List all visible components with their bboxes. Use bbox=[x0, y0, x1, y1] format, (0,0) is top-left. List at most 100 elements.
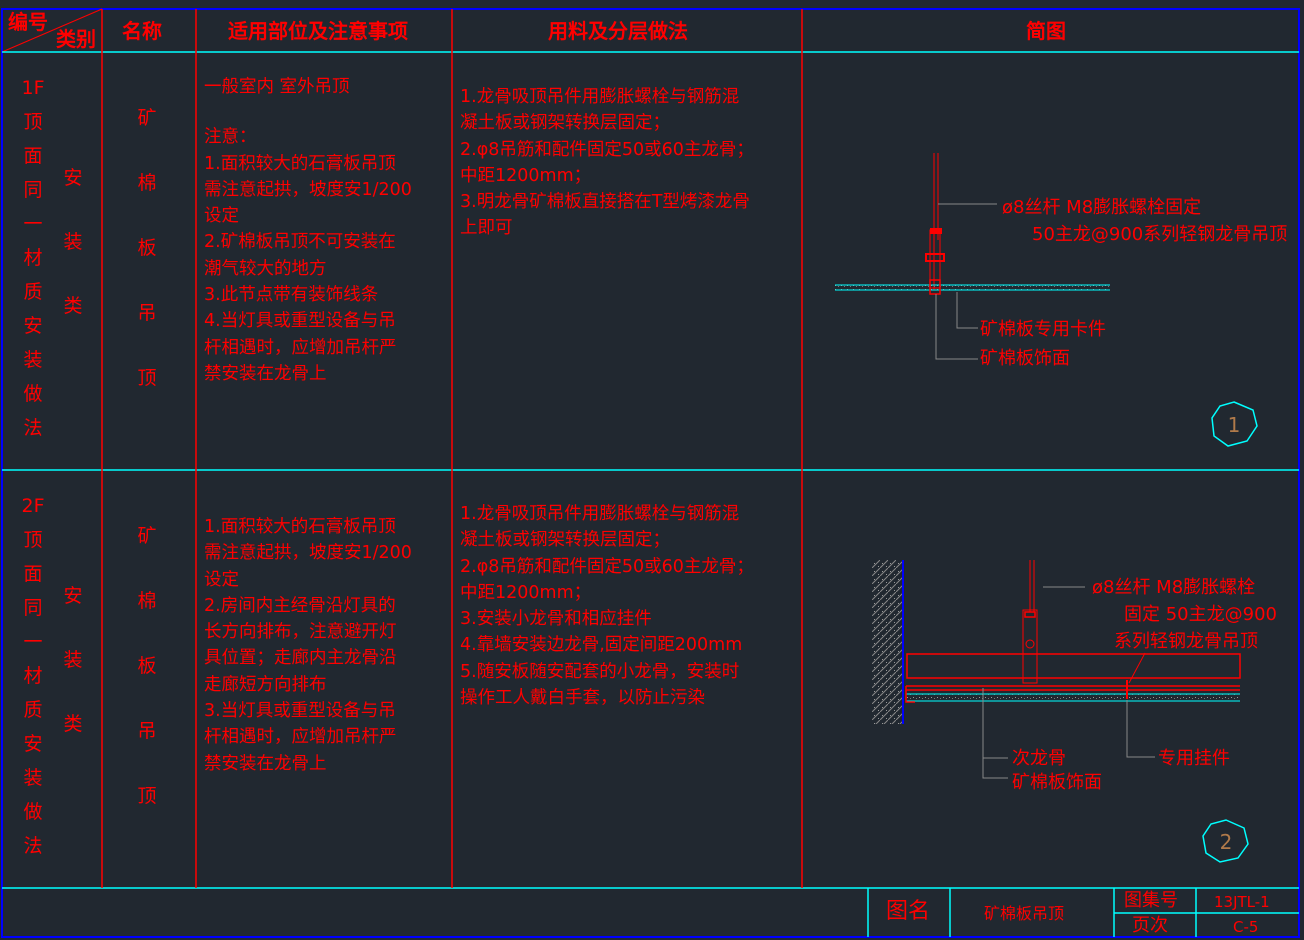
page-number: C-5 bbox=[1233, 918, 1259, 936]
notes-line: 禁安装在龙骨上 bbox=[204, 753, 327, 774]
code-char: 同 bbox=[23, 179, 43, 201]
materials-line: 2.φ8吊筋和配件固定50或60主龙骨； bbox=[460, 139, 754, 160]
code-char: 装 bbox=[23, 767, 43, 789]
notes-line: 走廊短方向排布 bbox=[204, 674, 327, 695]
name-char: 吊 bbox=[137, 720, 157, 742]
notes-line: 需注意起拱，坡度安1/200 bbox=[204, 543, 412, 564]
sketch-2-label-secondary-keel: 次龙骨 bbox=[1012, 748, 1066, 769]
code-char: 做 bbox=[23, 383, 43, 405]
name-char: 顶 bbox=[137, 367, 157, 389]
sketch-2-label-system: 系列轻钢龙骨吊顶 bbox=[1114, 631, 1258, 652]
notes-line: 禁安装在龙骨上 bbox=[204, 363, 327, 384]
notes-line: 潮气较大的地方 bbox=[204, 258, 327, 279]
sketch-2-label-rod: ø8丝杆 M8膨胀螺栓 bbox=[1092, 577, 1256, 598]
code-char: 2F bbox=[21, 495, 45, 517]
sketch-2-label-hanger: 专用挂件 bbox=[1158, 748, 1230, 769]
sketch-1-label-keel: 50主龙@900系列轻钢龙骨吊顶 bbox=[1032, 224, 1288, 245]
notes-line: 设定 bbox=[204, 569, 239, 590]
category-char: 安 bbox=[63, 167, 83, 189]
notes-line: 一般室内 室外吊顶 bbox=[204, 77, 350, 97]
header-number: 编号 bbox=[8, 10, 48, 34]
code-char: 质 bbox=[23, 281, 43, 303]
code-char: 装 bbox=[23, 349, 43, 371]
drawing-name: 矿棉板吊顶 bbox=[984, 904, 1065, 923]
code-char: 顶 bbox=[23, 529, 43, 551]
code-char: 顶 bbox=[23, 111, 43, 133]
sketch-1-label-clip: 矿棉板专用卡件 bbox=[980, 319, 1106, 340]
materials-line: 凝土板或钢架转换层固定； bbox=[460, 530, 670, 551]
notes-line: 3.此节点带有装饰线条 bbox=[204, 285, 379, 306]
name-char: 顶 bbox=[137, 785, 157, 807]
name-char: 板 bbox=[137, 655, 157, 677]
sketch-1-label-panel: 矿棉板饰面 bbox=[980, 348, 1070, 369]
notes-line: 4.当灯具或重型设备与吊 bbox=[204, 311, 396, 332]
name-char: 矿 bbox=[137, 525, 157, 547]
sketch-1-label-rod: ø8丝杆 M8膨胀螺栓固定 bbox=[1002, 197, 1202, 218]
sketch-2-lines bbox=[872, 560, 1249, 863]
code-char: 质 bbox=[23, 699, 43, 721]
notes-line: 注意： bbox=[204, 127, 257, 148]
materials-line: 5.随安板随安配套的小龙骨，安装时 bbox=[460, 661, 740, 682]
page-label: 页次 bbox=[1132, 915, 1168, 936]
code-char: 同 bbox=[23, 597, 43, 619]
sketch-1-marker: 1 bbox=[1227, 413, 1241, 437]
materials-block: 1.龙骨吸顶吊件用膨胀螺栓与钢筋混凝土板或钢架转换层固定；2.φ8吊筋和配件固定… bbox=[460, 84, 754, 242]
atlas-no: 13JTL-1 bbox=[1214, 893, 1270, 911]
code-char: 安 bbox=[23, 733, 43, 755]
name-char: 棉 bbox=[137, 172, 157, 194]
name-char: 矿 bbox=[137, 107, 157, 129]
sketch-1-lines bbox=[835, 153, 1258, 447]
code-char: 一 bbox=[23, 213, 43, 235]
notes-line: 具位置；走廊内主龙骨沿 bbox=[204, 648, 397, 669]
materials-line: 2.φ8吊筋和配件固定50或60主龙骨； bbox=[460, 556, 754, 577]
category-char: 装 bbox=[63, 649, 83, 671]
header-sketch: 简图 bbox=[1026, 19, 1066, 43]
notes-line: 杆相遇时，应增加吊杆严 bbox=[204, 727, 397, 748]
sketch-2-label-fix: 固定 50主龙@900 bbox=[1124, 604, 1277, 625]
materials-line: 中距1200mm； bbox=[460, 165, 592, 186]
category-char: 安 bbox=[63, 585, 83, 607]
name-char: 棉 bbox=[137, 590, 157, 612]
code-char: 材 bbox=[23, 247, 43, 269]
header-category: 类别 bbox=[56, 27, 96, 51]
materials-line: 1.龙骨吸顶吊件用膨胀螺栓与钢筋混 bbox=[460, 504, 740, 524]
code-char: 做 bbox=[23, 801, 43, 823]
atlas-no-label: 图集号 bbox=[1124, 890, 1178, 911]
notes-line: 长方向排布，注意避开灯 bbox=[204, 622, 397, 643]
notes-line: 1.面积较大的石膏板吊顶 bbox=[204, 153, 396, 174]
materials-block: 1.龙骨吸顶吊件用膨胀螺栓与钢筋混凝土板或钢架转换层固定； 2.φ8吊筋和配件固定… bbox=[460, 501, 754, 711]
materials-line: 4.靠墙安装边龙骨,固定间距200mm bbox=[460, 635, 743, 656]
code-char: 法 bbox=[23, 417, 43, 439]
category-char: 装 bbox=[63, 231, 83, 253]
sketch-2-label-panel: 矿棉板饰面 bbox=[1012, 772, 1102, 793]
header-materials: 用料及分层做法 bbox=[548, 19, 688, 43]
category-char: 类 bbox=[63, 713, 83, 735]
notes-line: 3.当灯具或重型设备与吊 bbox=[204, 701, 396, 722]
notes-line: 需注意起拱，坡度安1/200 bbox=[204, 179, 412, 200]
notes-line: 杆相遇时，应增加吊杆严 bbox=[204, 337, 397, 358]
notes-line: 2.房间内主经骨沿灯具的 bbox=[204, 595, 396, 616]
drawing-name-label: 图名 bbox=[886, 899, 931, 924]
code-char: 1F bbox=[21, 77, 45, 99]
materials-line: 3.明龙骨矿棉板直接搭在T型烤漆龙骨 bbox=[460, 192, 750, 213]
materials-line: 凝土板或钢架转换层固定； bbox=[460, 113, 670, 134]
materials-line: 上即可 bbox=[460, 218, 513, 239]
notes-block: 1.面积较大的石膏板吊顶需注意起拱，坡度安1/200 设定 2.房间内主经骨沿灯具的… bbox=[204, 514, 412, 777]
notes-line: 2.矿棉板吊顶不可安装在 bbox=[204, 232, 396, 253]
category-char: 类 bbox=[63, 295, 83, 317]
materials-line: 中距1200mm； bbox=[460, 582, 592, 603]
notes-line: 1.面积较大的石膏板吊顶 bbox=[204, 517, 396, 537]
materials-line: 操作工人戴白手套，以防止污染 bbox=[460, 688, 705, 709]
sketch-2-marker: 2 bbox=[1219, 830, 1233, 854]
header-notes: 适用部位及注意事项 bbox=[228, 19, 408, 43]
code-char: 材 bbox=[23, 665, 43, 687]
materials-line: 3.安装小龙骨和相应挂件 bbox=[460, 609, 652, 630]
name-char: 板 bbox=[137, 237, 157, 259]
code-char: 面 bbox=[23, 145, 43, 167]
code-char: 法 bbox=[23, 835, 43, 857]
header-name: 名称 bbox=[122, 19, 162, 43]
code-char: 安 bbox=[23, 315, 43, 337]
notes-line bbox=[204, 100, 412, 124]
